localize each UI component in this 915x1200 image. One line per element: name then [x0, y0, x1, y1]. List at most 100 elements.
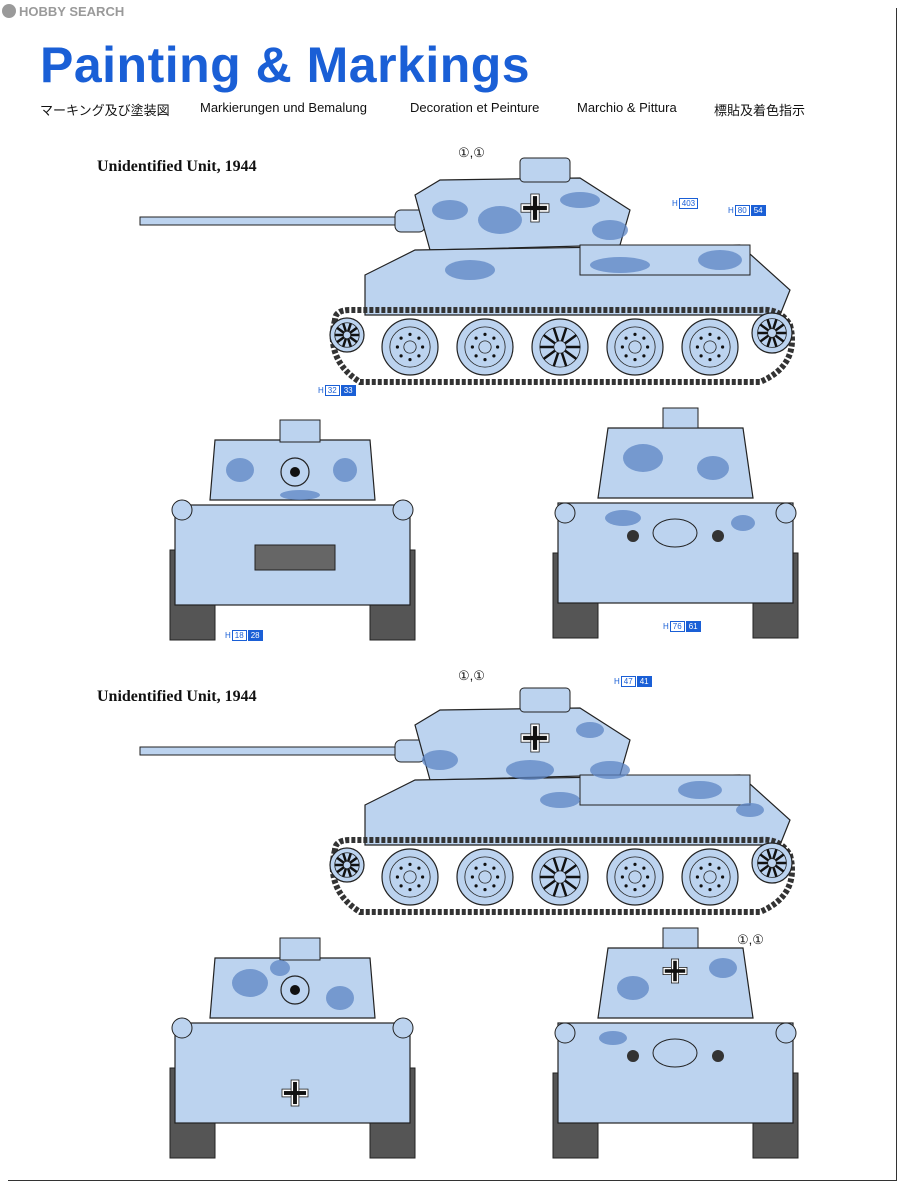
- road-wheel-icon: [456, 318, 514, 376]
- camo-patch: [731, 515, 755, 531]
- subtitle-french: Decoration et Peinture: [410, 100, 540, 115]
- cupola-front: [279, 419, 321, 443]
- subtitle-german: Markierungen und Bemalung: [200, 100, 367, 115]
- camo-patch: [617, 976, 649, 1000]
- scheme-1-unit-label: Unidentified Unit, 1944: [97, 158, 257, 175]
- scheme-2-rear-view: [552, 927, 799, 1159]
- camo-patch: [709, 958, 737, 978]
- engine-deck: [579, 774, 751, 806]
- gun-muzzle: [290, 467, 300, 477]
- exhaust-pipe: [712, 530, 724, 542]
- headlight: [171, 1017, 193, 1039]
- road-wheel-icon: [681, 848, 739, 906]
- scheme-2-side-view: [139, 687, 795, 915]
- camo-patch: [590, 761, 630, 779]
- balkenkreuz-icon: [520, 723, 550, 753]
- camo-patch: [698, 250, 742, 270]
- scheme-2-decal-label: ①,①: [458, 668, 485, 683]
- road-wheel-icon: [606, 848, 664, 906]
- commander-cupola: [519, 157, 571, 183]
- headlight: [171, 499, 193, 521]
- camo-patch: [560, 192, 600, 208]
- subtitle-italian: Marchio & Pittura: [577, 100, 677, 115]
- tail-light: [554, 1022, 576, 1044]
- road-wheel-icon: [381, 848, 439, 906]
- headlight: [392, 1017, 414, 1039]
- transmission-hatch: [652, 1038, 698, 1068]
- road-wheel-icon: [381, 318, 439, 376]
- road-wheel-icon: [531, 848, 589, 906]
- hull-front: [174, 1022, 411, 1124]
- balkenkreuz-icon: [281, 1079, 309, 1107]
- gun-muzzle: [290, 985, 300, 995]
- tail-light: [775, 1022, 797, 1044]
- scheme-2-front-view: [169, 937, 416, 1159]
- spare-tracks: [254, 544, 336, 571]
- camo-patch: [226, 458, 254, 482]
- subtitle-japanese: マーキング及び塗装図: [40, 103, 170, 118]
- road-wheel-icon: [531, 318, 589, 376]
- gun-barrel: [139, 746, 403, 756]
- scheme-2-rear-decal-label: ①,①: [737, 932, 764, 947]
- scheme-1-side-view: [139, 157, 795, 385]
- camo-patch: [678, 781, 722, 799]
- camo-patch: [697, 456, 729, 480]
- watermark: HOBBY SEARCH: [2, 2, 124, 20]
- tail-light: [554, 502, 576, 524]
- road-wheel-icon: [329, 847, 365, 883]
- camo-patch: [599, 1031, 627, 1045]
- commander-cupola: [519, 687, 571, 713]
- road-wheel-icon: [751, 312, 793, 354]
- camo-patch: [623, 444, 663, 472]
- road-wheel-icon: [606, 318, 664, 376]
- watermark-text: HOBBY SEARCH: [19, 3, 125, 19]
- camo-patch: [592, 220, 628, 240]
- scheme-1-rear-view: [552, 407, 799, 639]
- gun-barrel: [139, 216, 403, 226]
- camo-patch: [590, 257, 650, 273]
- exhaust-pipe: [627, 1050, 639, 1062]
- tail-light: [775, 502, 797, 524]
- hobby-search-logo-icon: [2, 4, 16, 18]
- page-frame: [8, 8, 897, 1181]
- camo-patch: [736, 803, 764, 817]
- scheme-1-front-view: [169, 419, 416, 641]
- transmission-hatch: [652, 518, 698, 548]
- road-wheel-icon: [329, 317, 365, 353]
- road-wheel-icon: [456, 848, 514, 906]
- camo-patch: [576, 722, 604, 738]
- balkenkreuz-icon: [662, 958, 688, 984]
- road-wheel-icon: [681, 318, 739, 376]
- camo-patch: [540, 792, 580, 808]
- hull-rear: [557, 502, 794, 604]
- subtitle-chinese: 標貼及着色指示: [714, 103, 806, 118]
- cupola-front: [279, 937, 321, 961]
- cupola-rear: [662, 927, 699, 949]
- page-title: Painting & Markings: [40, 37, 531, 93]
- turret-rear: [597, 427, 754, 499]
- scheme-1-decal-label: ①,①: [458, 145, 485, 160]
- hull-rear: [557, 1022, 794, 1124]
- camo-patch: [326, 986, 354, 1010]
- camo-patch: [232, 969, 268, 997]
- road-wheel-icon: [751, 842, 793, 884]
- headlight: [392, 499, 414, 521]
- camo-patch: [333, 458, 357, 482]
- camo-patch: [445, 260, 495, 280]
- camo-patch: [432, 200, 468, 220]
- camo-patch: [422, 750, 458, 770]
- balkenkreuz-icon: [520, 193, 550, 223]
- camo-patch: [478, 206, 522, 234]
- camo-patch: [270, 960, 290, 976]
- scheme-2-unit-label: Unidentified Unit, 1944: [97, 688, 257, 705]
- camo-patch: [605, 510, 641, 526]
- exhaust-pipe: [712, 1050, 724, 1062]
- camo-patch: [506, 760, 554, 780]
- exhaust-pipe: [627, 530, 639, 542]
